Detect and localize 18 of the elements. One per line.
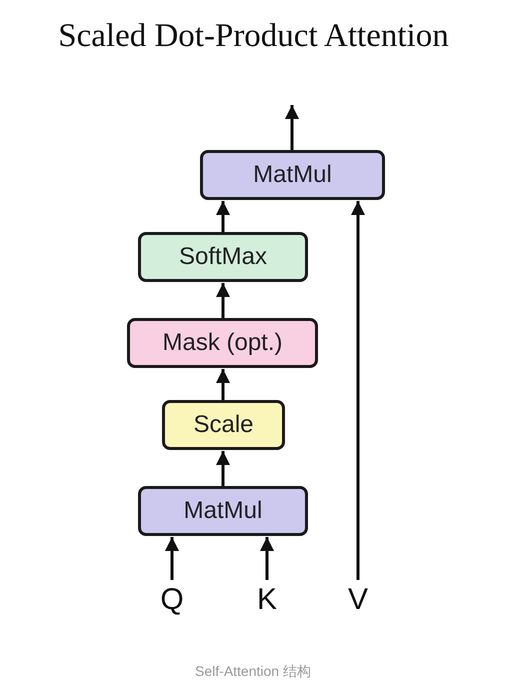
arrow xyxy=(216,201,230,232)
arrow xyxy=(216,283,230,318)
input-label: Q xyxy=(156,583,188,617)
arrow xyxy=(260,537,274,580)
process-box: MatMul xyxy=(200,150,385,200)
process-box: Scale xyxy=(162,400,285,450)
arrow xyxy=(216,369,230,400)
input-label: V xyxy=(342,583,374,617)
arrow xyxy=(285,105,299,150)
process-box: MatMul xyxy=(138,486,308,536)
arrow xyxy=(216,451,230,486)
caption: Self-Attention 结构 xyxy=(194,662,312,680)
process-box: SoftMax xyxy=(138,232,308,282)
process-box: Mask (opt.) xyxy=(127,318,318,368)
arrow xyxy=(351,201,365,580)
title: Scaled Dot-Product Attention xyxy=(57,17,450,56)
arrow xyxy=(165,537,179,580)
input-label: K xyxy=(252,583,282,617)
